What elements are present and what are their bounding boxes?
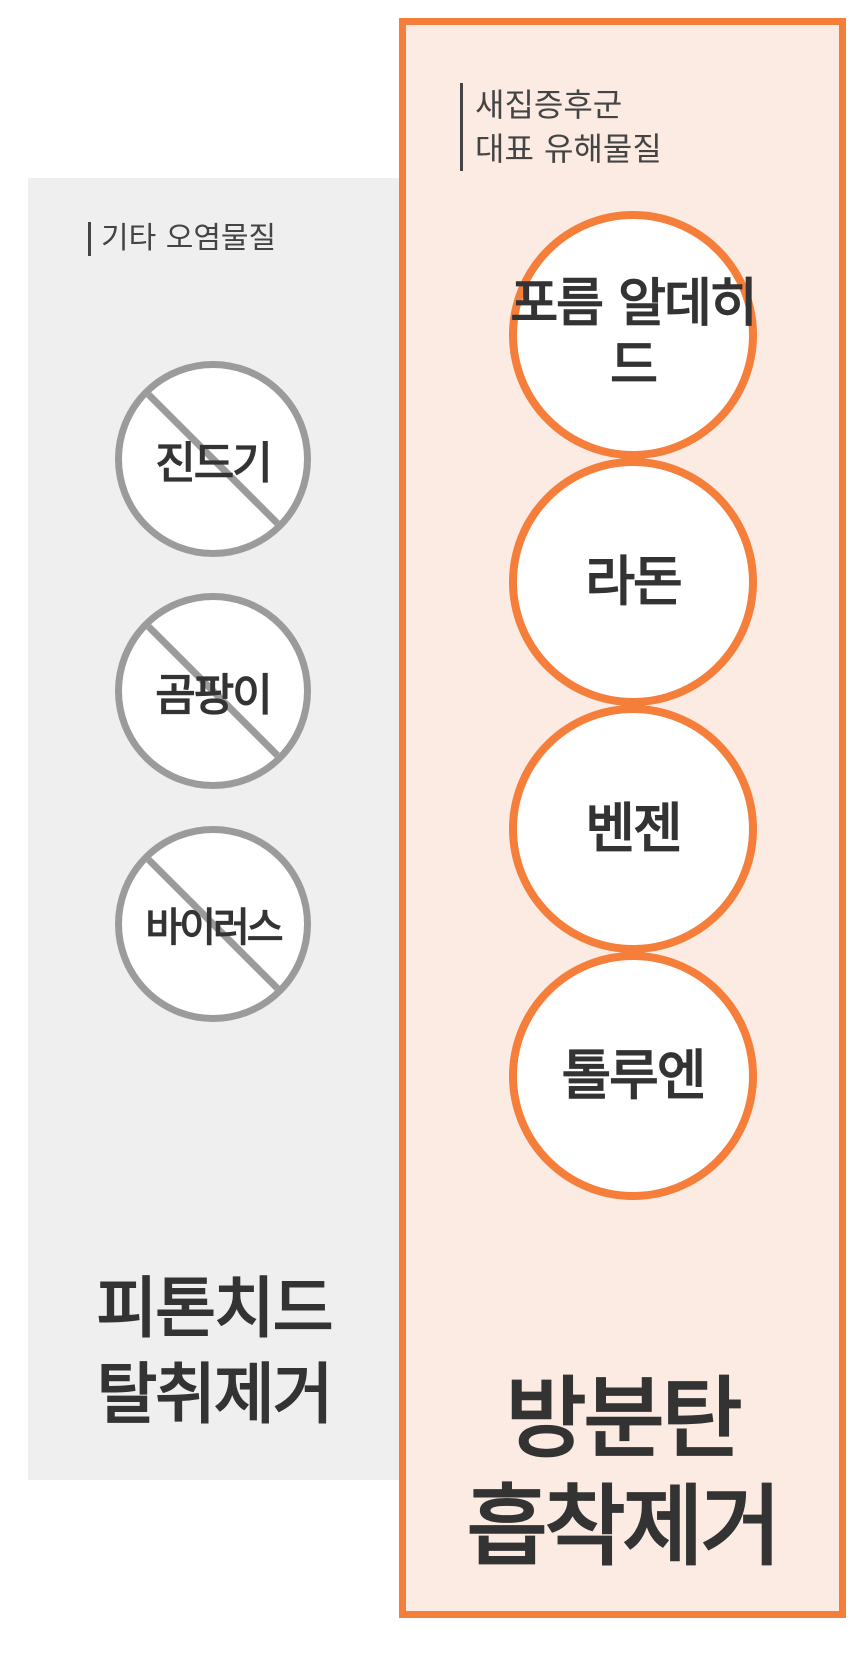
formaldehyde-circle: 포름 알데히드 [509,211,758,459]
radon-label: 라돈 [585,550,682,613]
sick-building-heading-line-2: 대표 유해물질 [475,130,662,168]
left-result-line-1: 피톤치드 [96,1270,334,1347]
sick-building-heading: 새집증후군 대표 유해물질 [460,83,662,171]
virus-label: 바이러스 [145,905,283,951]
sick-building-panel: 새집증후군 대표 유해물질 포름 알데히드 라돈 벤젠 톨루엔 방분탄 흡착제거 [399,18,846,1618]
sick-building-heading-line-1: 새집증후군 [475,86,623,124]
other-pollutants-heading: 기타 오염물질 [88,222,276,256]
toluene-label: 톨루엔 [561,1044,706,1107]
toluene-circle: 톨루엔 [509,952,757,1200]
prohibit-virus-icon: 바이러스 [115,826,311,1022]
benzene-circle: 벤젠 [509,705,757,953]
mite-label: 진드기 [155,438,272,489]
right-result-line-2: 흡착제거 [466,1475,782,1578]
benzene-label: 벤젠 [585,797,682,860]
mold-label: 곰팡이 [155,670,272,721]
formaldehyde-label: 포름 알데히드 [510,274,757,396]
other-pollutants-panel: 기타 오염물질 진드기 곰팡이 바이러스 피톤치드 탈취제거 [28,178,400,1480]
right-result-title: 방분탄 흡착제거 [406,1365,839,1581]
left-result-line-2: 탈취제거 [96,1356,334,1433]
radon-circle: 라돈 [509,458,757,706]
left-result-title: 피톤치드 탈취제거 [28,1266,400,1438]
prohibit-mold-icon: 곰팡이 [115,593,311,789]
prohibit-mite-icon: 진드기 [115,361,311,557]
right-result-line-1: 방분탄 [505,1367,743,1470]
